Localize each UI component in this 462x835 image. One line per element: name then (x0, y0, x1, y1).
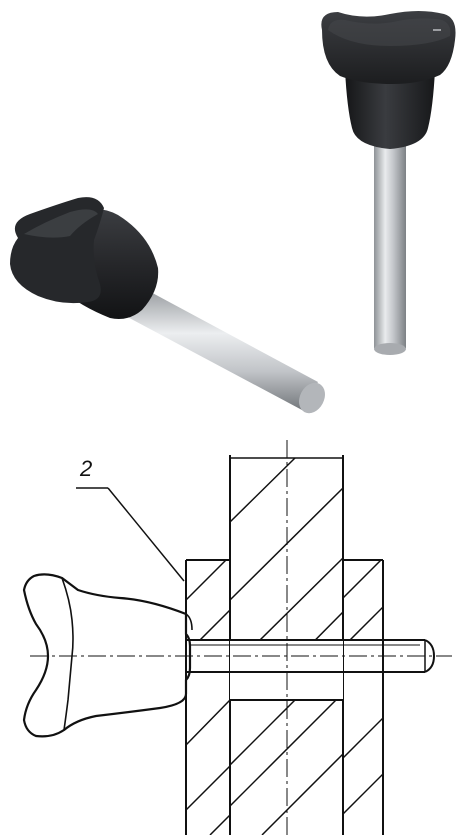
centerlines (30, 440, 452, 835)
callout-leader (76, 487, 185, 582)
product-photo (10, 11, 456, 414)
upright-pin-shaft (374, 138, 406, 352)
left-plate (185, 559, 231, 835)
knob-outline (22, 573, 192, 738)
upright-knob-body (345, 70, 435, 149)
technical-drawing (22, 440, 452, 835)
lying-knob-face-highlight (24, 209, 98, 238)
callout-label: 2 (80, 456, 93, 481)
pin-shaft (186, 639, 436, 673)
knob-inner-contour (61, 577, 74, 731)
lying-indexing-pin (10, 197, 325, 414)
right-plate (342, 559, 384, 835)
lying-pin-shaft (118, 282, 318, 410)
upright-indexing-pin (321, 11, 456, 355)
right-plate-hatching (342, 559, 384, 815)
upright-pin-tip (374, 343, 406, 355)
upright-knob-top-face (328, 18, 451, 46)
lying-pin-tip (299, 382, 325, 414)
left-plate-hatching (185, 559, 231, 835)
knob (22, 573, 193, 738)
